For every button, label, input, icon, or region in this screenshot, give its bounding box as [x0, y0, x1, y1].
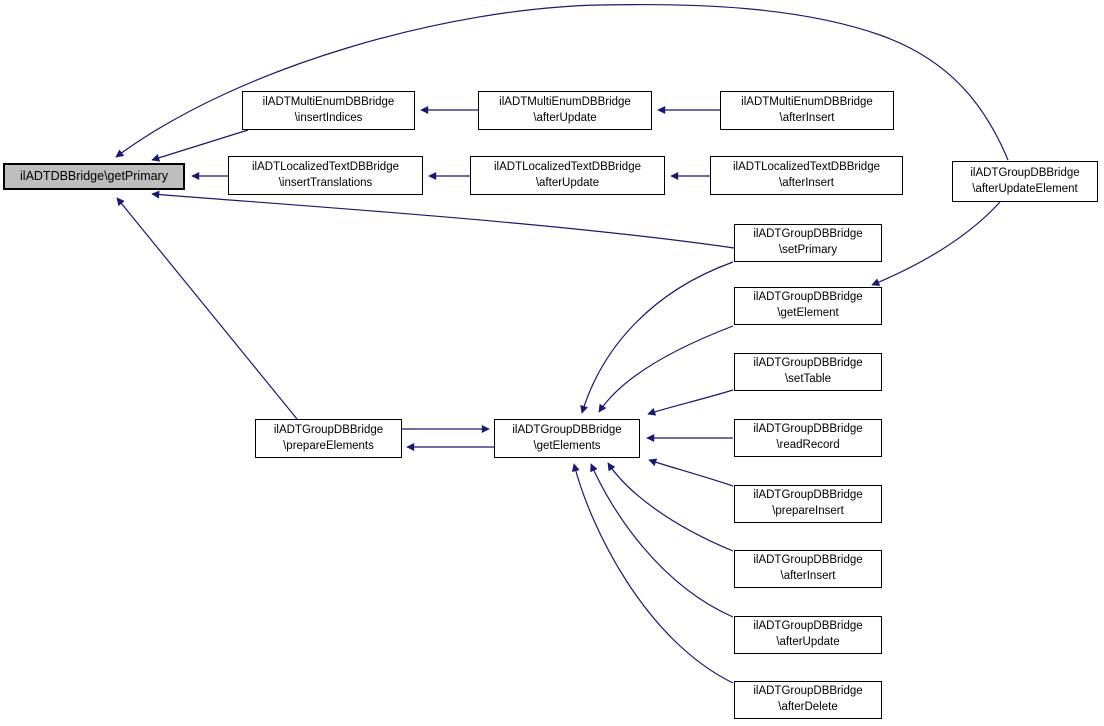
node-label-line1: ilADTGroupDBBridge [753, 685, 863, 698]
edge-settable-to-getelements [647, 389, 734, 416]
edge-gr-afterupdate-to-getelements [590, 463, 734, 618]
node-label-line1: ilADTGroupDBBridge [753, 357, 863, 370]
node-label-line2: \getElements [533, 439, 601, 452]
node-label-line2: \afterUpdateElement [972, 182, 1078, 195]
node-group-afterdelete[interactable]: ilADTGroupDBBridge \afterDelete [734, 681, 882, 719]
node-label-line1: ilADTMultiEnumDBBridge [262, 95, 395, 108]
node-label-line2: \prepareElements [283, 439, 374, 452]
node-label-line1: ilADTGroupDBBridge [753, 423, 863, 436]
node-label-line1: ilADTGroupDBBridge [753, 228, 863, 241]
node-label-line1: ilADTGroupDBBridge [273, 423, 384, 436]
edge-setprimary-to-getprimary [151, 190, 735, 249]
node-label-line1: ilADTGroupDBBridge [753, 620, 863, 633]
node-label-line2: \getElement [777, 307, 839, 319]
node-label-line1: ilADTGroupDBBridge [512, 423, 622, 436]
edge-getelement-to-getelements [598, 325, 734, 413]
node-afterupdateelement[interactable]: ilADTGroupDBBridge \afterUpdateElement [952, 161, 1098, 202]
node-label-line2: \insertIndices [294, 111, 363, 124]
node-label-line2: \afterInsert [779, 111, 835, 124]
node-label-line2: \insertTranslations [278, 176, 373, 189]
node-label: ilADTDBBridge\getPrimary [20, 169, 168, 184]
edge-afterupdateelement-to-getprimary [115, 3, 1009, 161]
node-label-line1: ilADTGroupDBBridge [970, 166, 1080, 179]
node-label-line1: ilADTGroupDBBridge [753, 291, 863, 304]
node-label-line2: \setTable [784, 373, 832, 385]
node-prepareelements[interactable]: ilADTGroupDBBridge \prepareElements [255, 419, 402, 458]
edge-gr-afterinsert-to-getelements [607, 462, 734, 552]
node-label-line2: \setPrimary [778, 244, 838, 256]
node-localizedtext-afterupdate[interactable]: ilADTLocalizedTextDBBridge \afterUpdate [470, 156, 665, 195]
node-settable[interactable]: ilADTGroupDBBridge \setTable [734, 353, 882, 391]
node-label-line1: ilADTMultiEnumDBBridge [741, 95, 873, 108]
edge-prepareinsert-to-getelements [648, 458, 734, 487]
node-label-line1: ilADTMultiEnumDBBridge [499, 95, 631, 108]
node-prepareinsert[interactable]: ilADTGroupDBBridge \prepareInsert [734, 485, 882, 523]
edge-prepareelements-to-getprimary [116, 197, 298, 420]
node-label-line1: ilADTLocalizedTextDBBridge [493, 160, 641, 173]
node-getelements[interactable]: ilADTGroupDBBridge \getElements [494, 419, 640, 458]
node-label-line1: ilADTLocalizedTextDBBridge [251, 160, 399, 173]
edge-gr-afterdelete-to-getelements [571, 463, 734, 684]
node-label-line2: \afterUpdate [535, 176, 600, 189]
node-label-line2: \afterInsert [779, 176, 834, 189]
node-group-afterinsert[interactable]: ilADTGroupDBBridge \afterInsert [734, 550, 882, 588]
node-label-line2: \prepareInsert [772, 505, 844, 517]
node-label-line2: \afterUpdate [776, 636, 840, 648]
edge-afterupdateelement-to-getelement [871, 201, 1001, 286]
node-label-line2: \afterInsert [780, 570, 836, 582]
edge-insertindices-to-getprimary [151, 129, 249, 162]
node-label-line1: ilADTGroupDBBridge [753, 489, 863, 502]
node-label-line2: \afterUpdate [533, 111, 597, 124]
node-group-afterupdate[interactable]: ilADTGroupDBBridge \afterUpdate [734, 616, 882, 654]
node-label-line2: \readRecord [776, 439, 840, 451]
node-label-line1: ilADTGroupDBBridge [753, 554, 863, 567]
node-setprimary[interactable]: ilADTGroupDBBridge \setPrimary [734, 224, 882, 262]
node-multienum-afterinsert[interactable]: ilADTMultiEnumDBBridge \afterInsert [720, 91, 894, 130]
node-localizedtext-afterinsert[interactable]: ilADTLocalizedTextDBBridge \afterInsert [710, 156, 903, 195]
node-readrecord[interactable]: ilADTGroupDBBridge \readRecord [734, 419, 882, 457]
node-inserttranslations[interactable]: ilADTLocalizedTextDBBridge \insertTransl… [228, 156, 423, 195]
node-insertindices[interactable]: ilADTMultiEnumDBBridge \insertIndices [242, 91, 415, 130]
edge-setprimary-to-getelements [580, 261, 734, 414]
node-getelement[interactable]: ilADTGroupDBBridge \getElement [734, 287, 882, 325]
node-label-line2: \afterDelete [778, 701, 838, 713]
node-multienum-afterupdate[interactable]: ilADTMultiEnumDBBridge \afterUpdate [478, 91, 652, 130]
node-getprimary[interactable]: ilADTDBBridge\getPrimary [3, 163, 185, 190]
node-label-line1: ilADTLocalizedTextDBBridge [732, 160, 880, 173]
